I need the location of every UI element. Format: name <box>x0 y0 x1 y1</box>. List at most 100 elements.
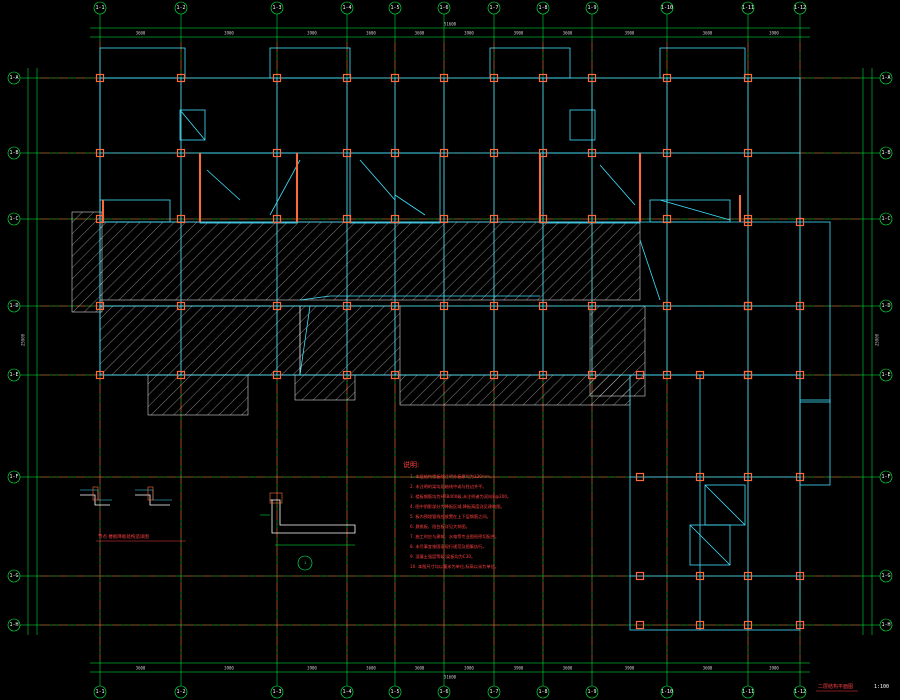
column <box>272 73 282 83</box>
column <box>662 73 672 83</box>
column <box>439 73 449 83</box>
column <box>743 620 753 630</box>
axis-label-v: 1-1 <box>95 689 104 695</box>
axis-label-h: 1-G <box>881 573 890 579</box>
axis-label-v: 1-2 <box>176 689 185 695</box>
axis-label-h: 1-G <box>9 573 18 579</box>
column <box>662 214 672 224</box>
axis-label-v: 1-8 <box>538 689 547 695</box>
axis-bubble-icon <box>536 685 550 699</box>
axis-label-h: 1-F <box>9 474 18 480</box>
beam-outline <box>569 109 596 141</box>
detail1-title: 节点 楼板降板处构造详图 <box>98 533 149 540</box>
axis-labels: 1-11-11-21-21-31-31-41-41-51-51-61-61-71… <box>7 1 893 699</box>
column <box>489 73 499 83</box>
axis-label-v: 1-5 <box>390 689 399 695</box>
hatched-slab-zones <box>71 211 646 416</box>
axis-label-v: 1-7 <box>489 5 498 11</box>
axis-bubble-icon <box>793 685 807 699</box>
axis-label-h: 1-H <box>9 622 18 628</box>
axis-bubble-icon <box>660 685 674 699</box>
dim-text-top: 3900 <box>464 31 474 36</box>
column <box>390 214 400 224</box>
note-line-7: 7. 施工时应与建筑、水电等专业图纸密切配合。 <box>410 533 499 540</box>
axis-bubble-icon <box>536 1 550 15</box>
dim-total-left: 25900 <box>21 333 26 346</box>
beam-outline <box>489 47 571 79</box>
dim-text-bottom: 3900 <box>514 666 524 671</box>
dim-text-bottom: 3900 <box>307 666 317 671</box>
column <box>743 571 753 581</box>
axis-label-v: 1-10 <box>661 689 673 695</box>
beam-outline <box>649 199 731 223</box>
beam-line <box>704 484 746 526</box>
dim-text-bottom: 3900 <box>224 666 234 671</box>
dim-text-top: 3900 <box>307 31 317 36</box>
axis-label-v: 1-11 <box>742 689 754 695</box>
dim-text-bottom: 3900 <box>625 666 635 671</box>
column <box>795 620 805 630</box>
beam-line <box>269 159 301 216</box>
column <box>176 73 186 83</box>
axis-label-h: 1-H <box>881 622 890 628</box>
beam-outline <box>269 47 351 79</box>
axis-label-v: 1-7 <box>489 689 498 695</box>
note-line-8: 8. 未尽事宜按国家现行规范及图集执行。 <box>410 543 487 550</box>
dim-text-bottom: 3600 <box>415 666 425 671</box>
dim-text-top: 3900 <box>625 31 635 36</box>
dim-text-top: 3600 <box>563 31 573 36</box>
axis-bubble-icon <box>879 470 893 484</box>
column <box>635 370 645 380</box>
beam-outline <box>179 109 206 141</box>
column <box>342 301 352 311</box>
beam-outline <box>99 199 171 223</box>
column <box>695 370 705 380</box>
column <box>95 148 105 158</box>
column <box>439 214 449 224</box>
beam-line <box>394 194 426 216</box>
beam-line <box>299 305 311 376</box>
beam-outline <box>659 47 746 79</box>
note-line-9: 9. 混凝土强度等级:梁板均为C30。 <box>410 553 475 560</box>
axis-label-h: 1-B <box>9 150 18 156</box>
column <box>795 301 805 311</box>
column <box>439 148 449 158</box>
column <box>635 620 645 630</box>
column <box>390 301 400 311</box>
beam-outline <box>689 524 731 566</box>
column <box>743 370 753 380</box>
dim-text-bottom: 3900 <box>769 666 779 671</box>
column <box>176 148 186 158</box>
dim-text-top: 3600 <box>415 31 425 36</box>
column <box>439 370 449 380</box>
axis-label-h: 1-A <box>881 75 890 81</box>
hatch-zone <box>299 305 401 376</box>
beam-outline <box>199 152 298 224</box>
axis-label-v: 1-9 <box>587 689 596 695</box>
beam-line <box>639 239 661 301</box>
axis-bubble-icon <box>879 569 893 583</box>
axis-label-h: 1-D <box>881 303 890 309</box>
axis-bubble-icon <box>793 1 807 15</box>
axis-label-h: 1-A <box>9 75 18 81</box>
axis-bubble-icon <box>7 299 21 313</box>
column <box>795 472 805 482</box>
columns <box>95 73 805 630</box>
axis-label-h: 1-C <box>9 216 18 222</box>
dim-text-bottom: 3600 <box>563 666 573 671</box>
dim-text-top: 3600 <box>366 31 376 36</box>
beam-line <box>299 295 331 301</box>
axis-label-v: 1-8 <box>538 5 547 11</box>
axis-label-h: 1-E <box>881 372 890 378</box>
axis-bubble-icon <box>7 146 21 160</box>
axis-bubble-icon <box>7 368 21 382</box>
beam-line <box>359 159 396 201</box>
column <box>390 148 400 158</box>
column <box>176 301 186 311</box>
column <box>695 620 705 630</box>
column <box>95 73 105 83</box>
column <box>272 214 282 224</box>
column <box>635 571 645 581</box>
dim-total-right: 25900 <box>875 333 880 346</box>
column <box>95 370 105 380</box>
